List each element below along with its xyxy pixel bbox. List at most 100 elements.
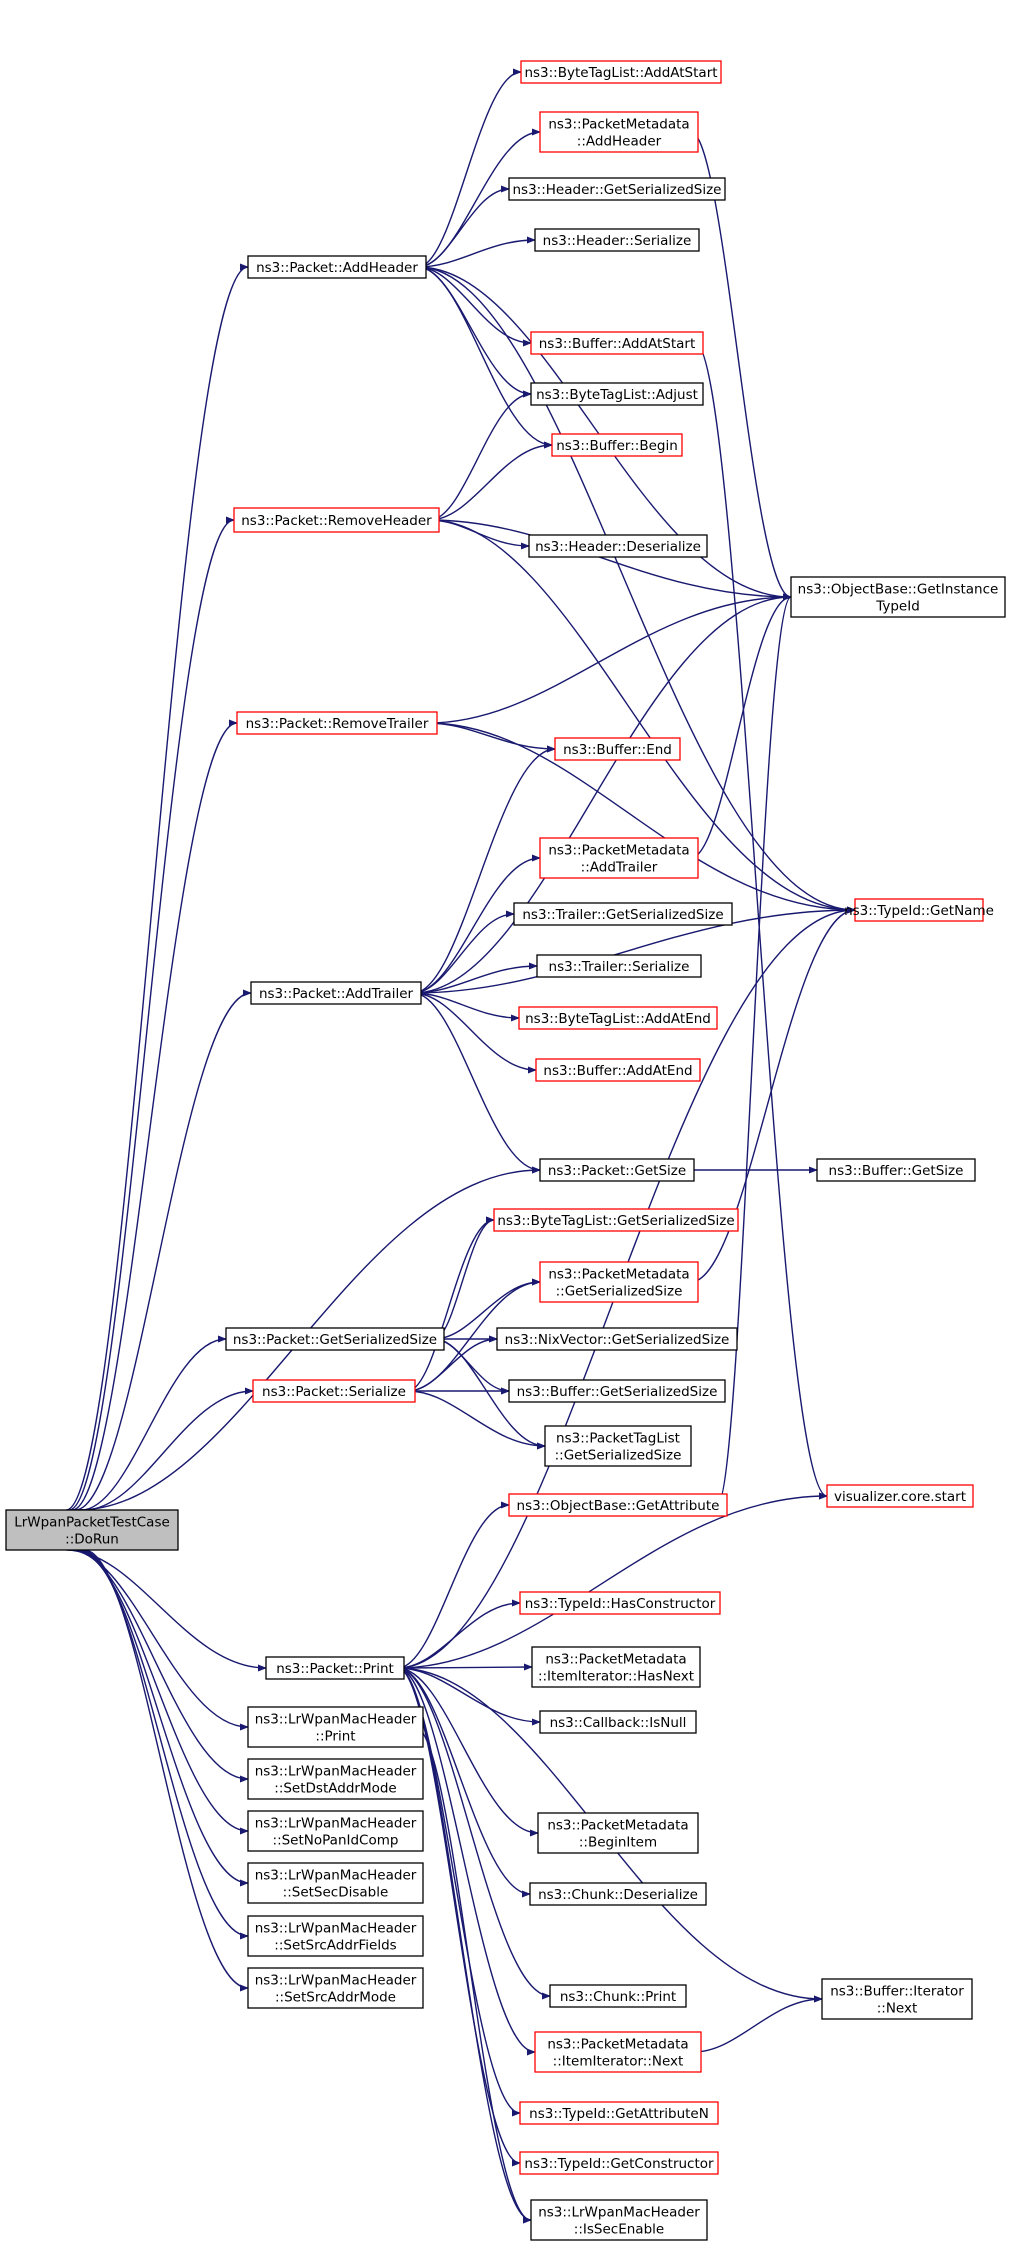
node-box <box>539 1261 699 1303</box>
node-label: ns3::Packet::GetSize <box>548 1163 686 1179</box>
node-chunkPrint[interactable]: ns3::Chunk::Print <box>549 1984 687 2008</box>
node-box <box>247 255 427 279</box>
node-box <box>530 2199 708 2241</box>
node-setDst[interactable]: ns3::LrWpanMacHeader::SetDstAddrMode <box>247 1758 424 1800</box>
node-box <box>265 1656 405 1680</box>
node-removeTrailer[interactable]: ns3::Packet::RemoveTrailer <box>236 711 438 735</box>
node-btlAddAtEnd[interactable]: ns3::ByteTagList::AddAtEnd <box>518 1006 718 1030</box>
node-box <box>5 1509 179 1551</box>
node-setSrcFields[interactable]: ns3::LrWpanMacHeader::SetSrcAddrFields <box>247 1915 424 1957</box>
node-pmGetSerSize[interactable]: ns3::PacketMetadata::GetSerializedSize <box>539 1261 699 1303</box>
node-pmAddTrailer[interactable]: ns3::PacketMetadata::AddTrailer <box>539 837 699 879</box>
node-addTrailer[interactable]: ns3::Packet::AddTrailer <box>250 981 422 1005</box>
node-label: LrWpanPacketTestCase <box>14 1515 170 1531</box>
node-trlGetSize[interactable]: ns3::Trailer::GetSerializedSize <box>513 902 733 926</box>
edge-removeTrailer-to-bufEnd <box>427 722 556 753</box>
node-hasCtor[interactable]: ns3::TypeId::HasConstructor <box>519 1591 721 1615</box>
edge-removeHeader-to-bufBegin <box>429 441 553 521</box>
node-btlAdjust[interactable]: ns3::ByteTagList::Adjust <box>530 382 704 406</box>
node-label: ns3::Header::Deserialize <box>535 539 701 555</box>
node-removeHeader[interactable]: ns3::Packet::RemoveHeader <box>233 507 440 533</box>
edge-addTrailer-to-typeGetName <box>413 906 856 994</box>
node-label: ns3::TypeId::GetConstructor <box>524 2156 714 2172</box>
edge-addTrailer-to-trlGetSize <box>413 910 515 994</box>
edge-removeTrailer-to-getInstTypeId <box>427 593 792 724</box>
node-pmBeginItem[interactable]: ns3::PacketMetadata::BeginItem <box>537 1812 699 1854</box>
node-box <box>225 1327 445 1351</box>
node-addHeader[interactable]: ns3::Packet::AddHeader <box>247 255 427 279</box>
edge-addTrailer-to-getInstTypeId <box>413 593 792 994</box>
node-itHasNext[interactable]: ns3::PacketMetadata::ItemIterator::HasNe… <box>531 1646 701 1688</box>
node-label: TypeId <box>875 599 920 615</box>
node-hdrGetSize[interactable]: ns3::Header::GetSerializedSize <box>508 177 726 201</box>
node-vizStart[interactable]: visualizer.core.start <box>826 1484 974 1508</box>
node-box <box>530 331 704 355</box>
node-label: ns3::Buffer::GetSerializedSize <box>517 1384 718 1400</box>
node-bufBegin[interactable]: ns3::Buffer::Begin <box>551 433 683 457</box>
edge-doRun-to-serialize <box>84 1387 254 1511</box>
node-objGetAttr[interactable]: ns3::ObjectBase::GetAttribute <box>508 1493 728 1517</box>
node-box <box>790 576 1006 618</box>
edge-print-to-vizStart <box>397 1492 828 1669</box>
node-setNoPan[interactable]: ns3::LrWpanMacHeader::SetNoPanIdComp <box>247 1810 424 1852</box>
node-pmAddHeader[interactable]: ns3::PacketMetadata::AddHeader <box>539 111 699 153</box>
node-box <box>519 2151 719 2175</box>
node-btlAddAtStart[interactable]: ns3::ByteTagList::AddAtStart <box>520 60 722 84</box>
node-bufItNext[interactable]: ns3::Buffer::Iterator::Next <box>821 1978 973 2020</box>
node-box <box>535 1058 701 1082</box>
node-btlGetSerSize[interactable]: ns3::ByteTagList::GetSerializedSize <box>493 1208 739 1232</box>
node-bufAddAtStart[interactable]: ns3::Buffer::AddAtStart <box>530 331 704 355</box>
node-setSecDis[interactable]: ns3::LrWpanMacHeader::SetSecDisable <box>247 1862 424 1904</box>
edge-serialize-to-btlGetSerSize <box>407 1216 495 1392</box>
node-box <box>826 1484 974 1508</box>
node-label: ns3::ByteTagList::Adjust <box>536 387 698 403</box>
node-hdrDeser[interactable]: ns3::Header::Deserialize <box>528 534 708 558</box>
node-label: ::SetSecDisable <box>283 1885 389 1901</box>
node-isSecEnable[interactable]: ns3::LrWpanMacHeader::IsSecEnable <box>530 2199 708 2241</box>
node-label: ns3::PacketMetadata <box>548 1267 689 1283</box>
node-label: ns3::Buffer::Iterator <box>830 1984 964 2000</box>
edge-layer <box>66 68 856 2224</box>
node-label: ns3::ObjectBase::GetInstance <box>798 582 999 598</box>
node-getCtor[interactable]: ns3::TypeId::GetConstructor <box>519 2151 719 2175</box>
edge-addHeader-to-btlAddAtStart <box>417 68 522 268</box>
node-cbIsNull[interactable]: ns3::Callback::IsNull <box>539 1710 697 1734</box>
node-label: ns3::PacketMetadata <box>545 1652 686 1668</box>
node-label: ns3::Callback::IsNull <box>550 1715 687 1731</box>
node-serialize[interactable]: ns3::Packet::Serialize <box>252 1379 416 1403</box>
node-box <box>554 737 681 761</box>
node-box <box>534 2031 702 2073</box>
node-getSerializedSize[interactable]: ns3::Packet::GetSerializedSize <box>225 1327 445 1351</box>
node-label: ns3::Buffer::GetSize <box>829 1163 964 1179</box>
node-itNext[interactable]: ns3::PacketMetadata::ItemIterator::Next <box>534 2031 702 2073</box>
node-ptlGetSerSize[interactable]: ns3::PacketTagList::GetSerializedSize <box>544 1425 692 1467</box>
node-setSrcMode[interactable]: ns3::LrWpanMacHeader::SetSrcAddrMode <box>247 1967 424 2009</box>
node-bufEnd[interactable]: ns3::Buffer::End <box>554 737 681 761</box>
node-bufGetSize[interactable]: ns3::Buffer::GetSize <box>816 1158 976 1182</box>
edge-macPrint-to-isSecEnable <box>414 1726 532 2224</box>
node-trlSerialize[interactable]: ns3::Trailer::Serialize <box>536 954 702 978</box>
node-bufAddAtEnd[interactable]: ns3::Buffer::AddAtEnd <box>535 1058 701 1082</box>
node-label: ::SetNoPanIdComp <box>273 1833 399 1849</box>
node-bufGetSerSize[interactable]: ns3::Buffer::GetSerializedSize <box>508 1379 726 1403</box>
node-typeGetName[interactable]: ns3::TypeId::GetName <box>844 898 994 922</box>
node-print[interactable]: ns3::Packet::Print <box>265 1656 405 1680</box>
node-hdrSerialize[interactable]: ns3::Header::Serialize <box>534 228 700 252</box>
node-label: ns3::Packet::AddTrailer <box>259 986 414 1002</box>
node-label: ::AddTrailer <box>581 860 658 876</box>
node-pktGetSize[interactable]: ns3::Packet::GetSize <box>539 1158 695 1182</box>
node-box <box>821 1978 973 2020</box>
node-label: ::GetSerializedSize <box>555 1448 682 1464</box>
node-label: ::ItemIterator::HasNext <box>538 1669 694 1685</box>
node-label: ns3::ByteTagList::AddAtEnd <box>525 1011 711 1027</box>
edge-doRun-to-setSrcFields <box>81 1549 249 1940</box>
node-box <box>854 898 984 922</box>
node-nixGetSerSize[interactable]: ns3::NixVector::GetSerializedSize <box>496 1327 738 1351</box>
node-getAttrN[interactable]: ns3::TypeId::GetAttributeN <box>519 2101 719 2125</box>
node-chunkDeser[interactable]: ns3::Chunk::Deserialize <box>529 1882 707 1906</box>
edge-print-to-isSecEnable <box>397 1667 532 2224</box>
node-doRun[interactable]: LrWpanPacketTestCase::DoRun <box>5 1509 179 1551</box>
node-label: ::SetSrcAddrFields <box>274 1938 396 1954</box>
node-macPrint[interactable]: ns3::LrWpanMacHeader::Print <box>247 1706 424 1748</box>
